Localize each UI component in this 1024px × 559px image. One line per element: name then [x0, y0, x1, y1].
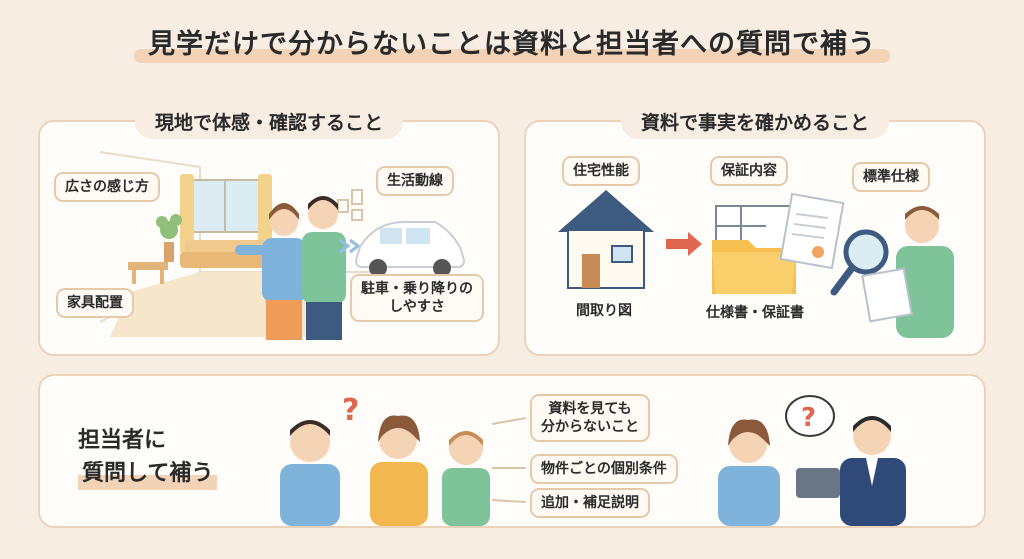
car-icon	[354, 221, 466, 277]
plant-icon	[156, 214, 182, 262]
label-living-flow: 生活動線	[376, 166, 454, 197]
label-sense-of-space: 広さの感じ方	[54, 172, 160, 203]
label-warranty: 保証内容	[710, 156, 788, 187]
staff-man-figure	[796, 416, 906, 526]
tablet-icon	[796, 468, 840, 498]
side-table-icon	[128, 262, 168, 270]
staff-woman-figure	[718, 419, 780, 526]
family-woman-figure	[370, 415, 428, 526]
label-unclear-line2: 分からないこと	[541, 419, 639, 436]
arrow-right-icon	[666, 232, 702, 256]
label-spec-documents: 仕様書・保証書	[706, 305, 804, 321]
documents-illustration	[558, 190, 954, 338]
label-standard-spec: 標準仕様	[852, 162, 930, 193]
panel-onsite-heading: 現地で体感・確認すること	[134, 104, 404, 139]
svg-text:?: ?	[801, 403, 816, 433]
question-scene-illustration: ? ?	[280, 393, 906, 526]
panel-ask: 担当者に 質問して補う ?	[38, 374, 986, 528]
magnifier-icon	[830, 229, 889, 296]
panel-ask-heading: 担当者に 質問して補う	[78, 424, 218, 490]
label-conditions: 物件ごとの個別条件	[530, 454, 678, 485]
label-parking-line1: 駐車・乗り降りの	[361, 281, 473, 297]
panel-docs-heading: 資料で事実を確かめること	[620, 104, 890, 139]
panel-docs: 資料で事実を確かめること	[524, 104, 986, 356]
speech-bubble-icon: ?	[785, 395, 835, 437]
room-scene-illustration	[99, 151, 466, 340]
family-man-figure	[280, 420, 340, 526]
man-figure	[302, 196, 346, 340]
label-furniture: 家具配置	[56, 288, 134, 319]
family-child-figure	[442, 431, 490, 526]
panel-ask-heading-line1: 担当者に	[78, 428, 167, 453]
house-icon	[558, 190, 654, 289]
label-parking-line2: しやすさ	[389, 299, 445, 316]
label-parking: 駐車・乗り降りの しやすさ	[350, 274, 484, 323]
title-container: 見学だけで分からないことは資料と担当者への質問で補う	[0, 22, 1024, 63]
panel-ask-heading-line2: 質問して補う	[78, 457, 218, 490]
label-extra: 追加・補足説明	[530, 488, 650, 519]
label-unclear: 資料を見ても 分からないこと	[530, 394, 650, 443]
panel-onsite: 現地で体感・確認すること	[38, 104, 500, 356]
woman-figure	[235, 203, 306, 340]
folder-icon	[712, 205, 797, 294]
label-unclear-line1: 資料を見ても	[548, 401, 632, 417]
reading-man-figure	[861, 206, 954, 338]
label-performance: 住宅性能	[562, 156, 640, 187]
question-mark-icon: ?	[342, 393, 359, 428]
page-title: 見学だけで分からないことは資料と担当者への質問で補う	[134, 22, 890, 63]
certificate-icon	[779, 192, 845, 270]
label-floor-plan: 間取り図	[576, 303, 632, 319]
window-icon	[180, 174, 272, 254]
